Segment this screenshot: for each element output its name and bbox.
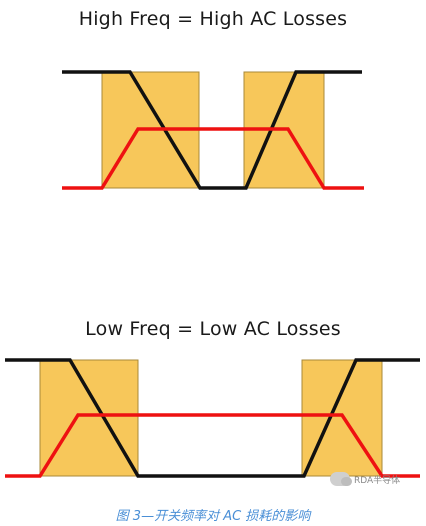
voltage-waveform [62, 70, 362, 190]
low-freq-title: Low Freq = Low AC Losses [85, 318, 341, 340]
loss-region-turn-off [39, 359, 139, 477]
low-freq-panel [5, 358, 420, 478]
wechat-icon [330, 472, 352, 486]
voltage-waveform [5, 358, 420, 478]
current-waveform [5, 413, 420, 478]
watermark: RDA半导体 [330, 472, 400, 486]
watermark-text: RDA半导体 [354, 475, 401, 486]
high-freq-panel [62, 70, 364, 190]
high-freq-title: High Freq = High AC Losses [78, 8, 348, 30]
current-waveform [62, 127, 364, 190]
figure-caption: 图 3—开关频率对 AC 损耗的影响 [115, 509, 311, 524]
